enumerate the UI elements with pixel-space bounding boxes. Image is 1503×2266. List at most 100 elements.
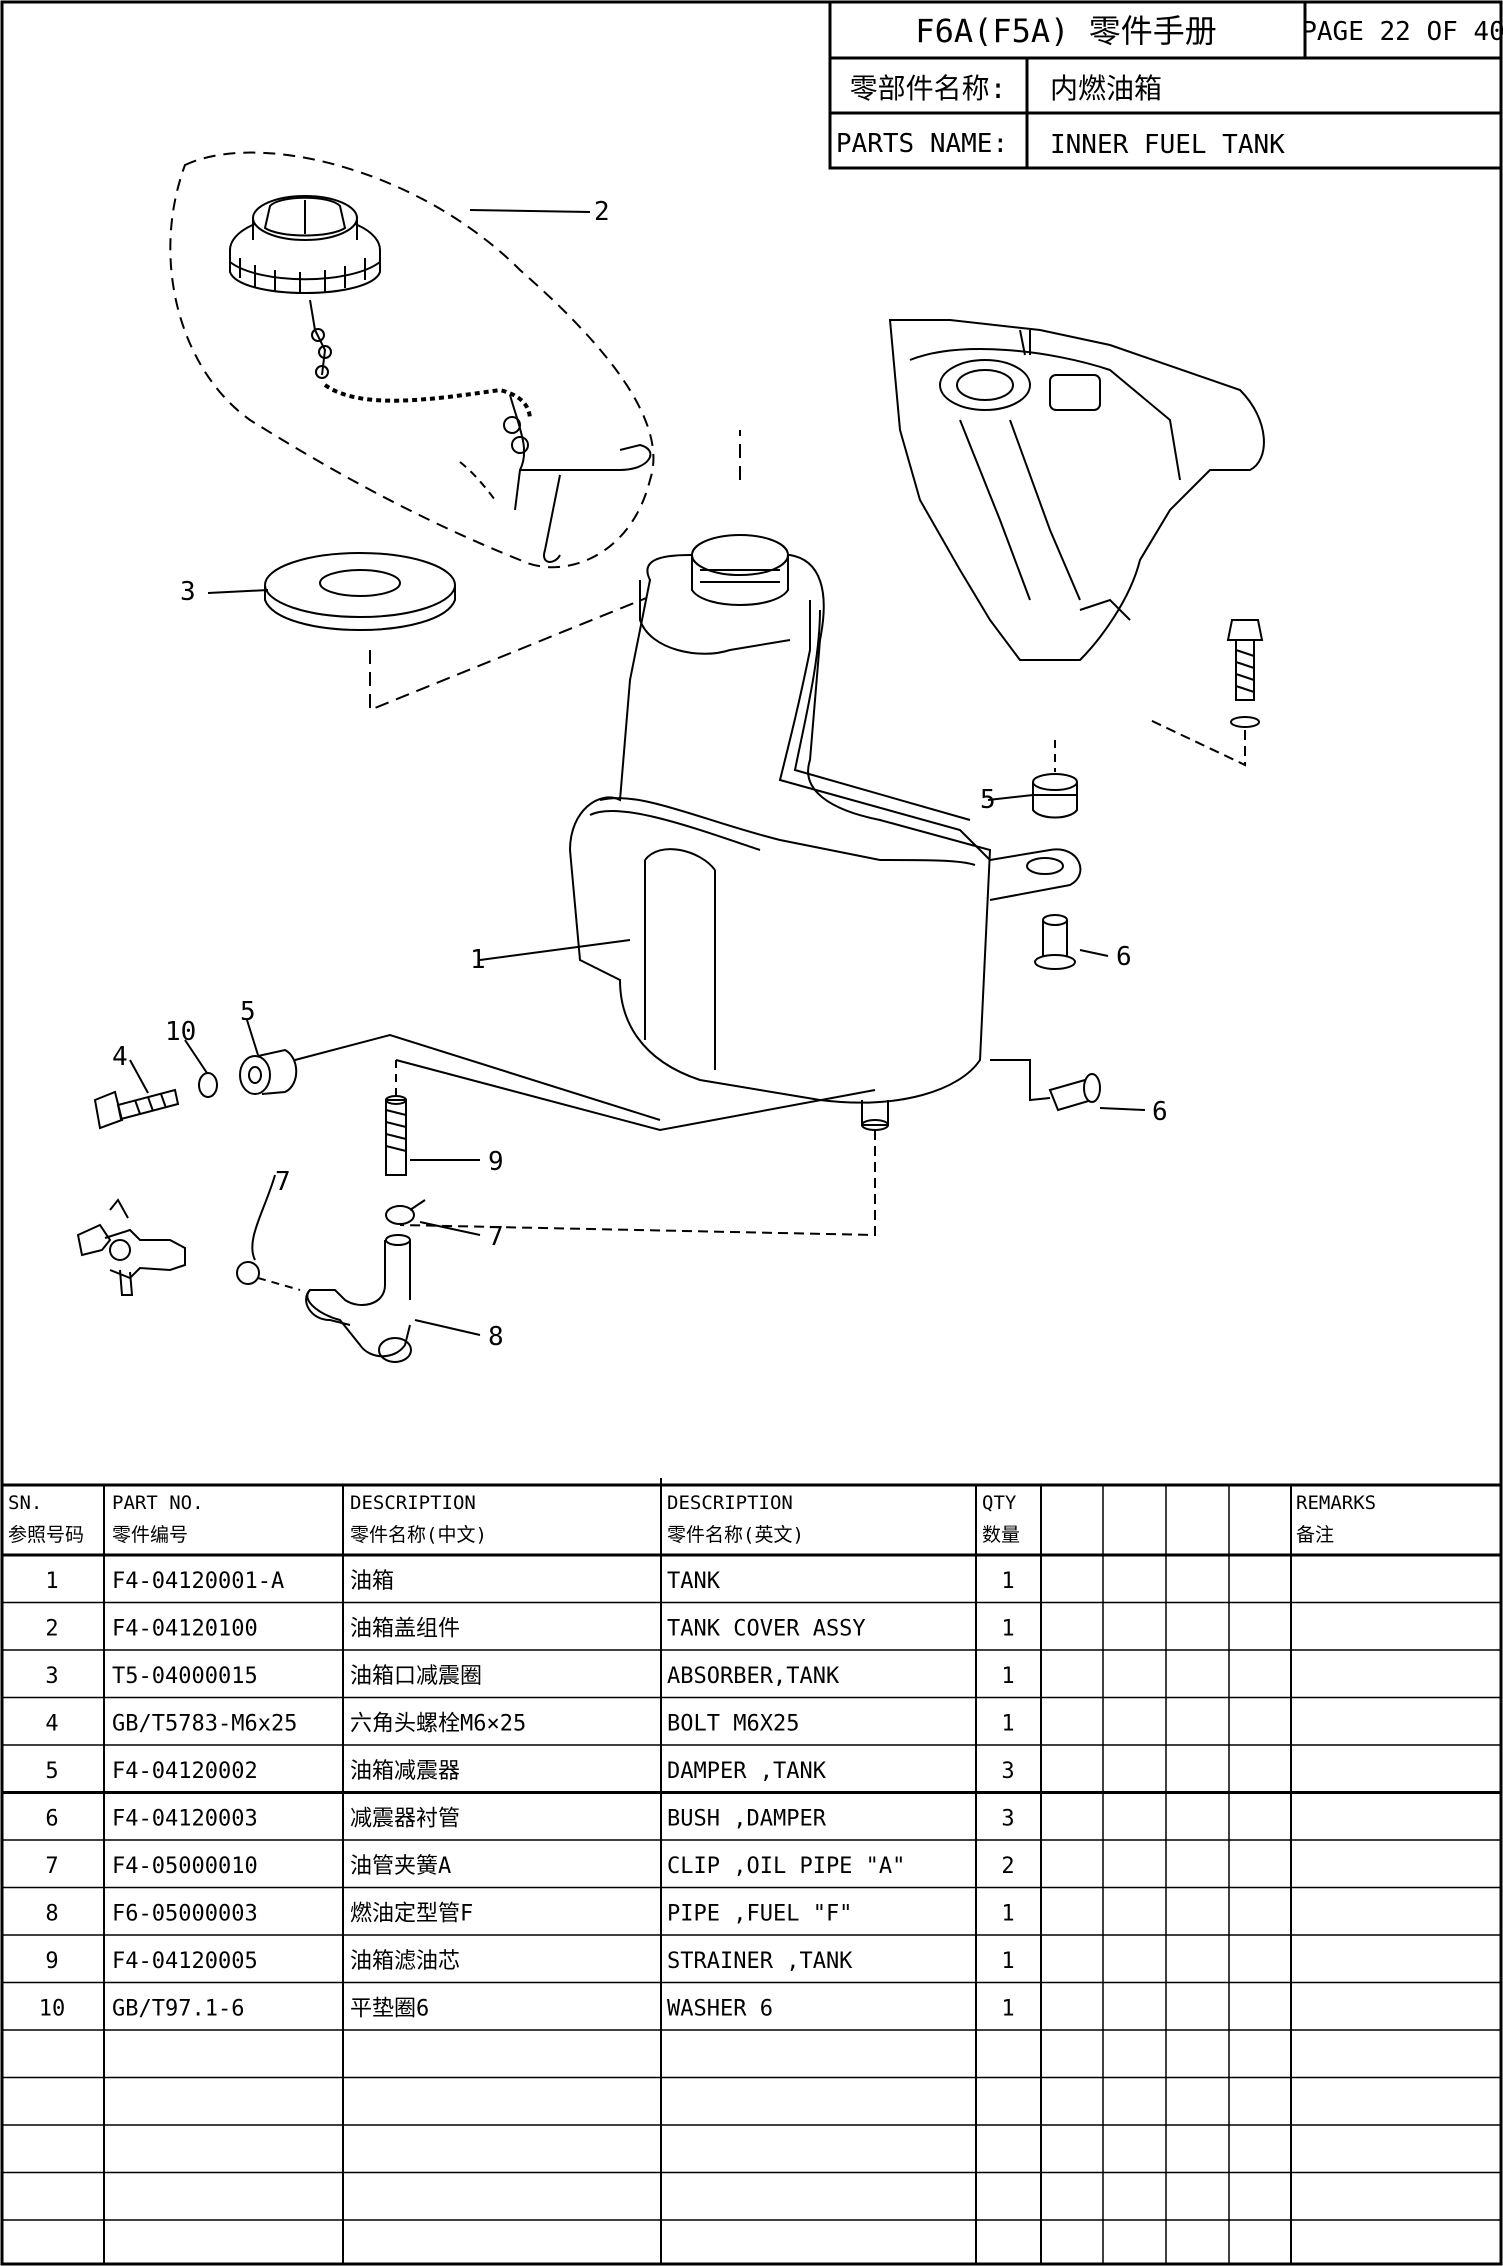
col-desc-cn-cn: 零件名称(中文)	[350, 1524, 487, 1546]
washer-left	[198, 1072, 218, 1098]
col-part-en: PART NO.	[112, 1492, 204, 1514]
cell-part-no: F4-04120005	[112, 1949, 258, 1974]
leader-lines	[129, 209, 1146, 1336]
col-sn-en: SN.	[8, 1492, 42, 1514]
cell-qty: 1	[1001, 1664, 1014, 1689]
callout-5-left: 5	[240, 997, 256, 1027]
cell-part-no: T5-04000015	[112, 1664, 258, 1689]
cell-part-no: F6-05000003	[112, 1902, 258, 1927]
cell-desc-en: BOLT M6X25	[667, 1712, 799, 1737]
cell-sn: 10	[39, 1997, 66, 2022]
exploded-diagram	[76, 151, 1265, 1363]
callout-4: 4	[112, 1042, 128, 1072]
callout-7-left: 7	[275, 1167, 291, 1197]
cell-part-no: GB/T5783-M6x25	[112, 1712, 297, 1737]
cell-part-no: F4-04120002	[112, 1759, 258, 1784]
title-block	[828, 0, 1503, 170]
cell-desc-cn: 油箱减震器	[350, 1759, 460, 1784]
bush-lower	[990, 1059, 1101, 1112]
callout-6-lower: 6	[1152, 1097, 1168, 1127]
table-row: 1 F4-04120001-A 油箱 TANK 1	[45, 1569, 1014, 1594]
cell-qty: 3	[1001, 1759, 1014, 1784]
cell-desc-cn: 油箱	[350, 1569, 394, 1594]
cell-sn: 2	[45, 1617, 58, 1642]
frame-bracket	[888, 319, 1265, 661]
cell-part-no: GB/T97.1-6	[112, 1997, 244, 2022]
callout-labels: 1 2 3 4 5 5 6 6 7 7 8 9 10	[112, 197, 1168, 1352]
fuel-cap	[229, 195, 381, 294]
cell-desc-en: PIPE ,FUEL "F"	[667, 1902, 852, 1927]
parts-name-label-cn: 零部件名称:	[850, 72, 1007, 105]
cell-desc-cn: 油箱滤油芯	[350, 1949, 460, 1974]
callout-7-right: 7	[488, 1222, 504, 1252]
fuel-cock	[76, 1198, 186, 1296]
cell-desc-cn: 减震器衬管	[350, 1807, 460, 1832]
cell-desc-en: DAMPER ,TANK	[667, 1759, 827, 1784]
callout-5-right: 5	[980, 785, 996, 815]
cell-qty: 1	[1001, 1712, 1014, 1737]
cell-sn: 1	[45, 1569, 58, 1594]
col-remarks-cn: 备注	[1296, 1524, 1334, 1546]
cell-part-no: F4-04120100	[112, 1617, 258, 1642]
cell-desc-cn: 油管夹簧A	[350, 1854, 451, 1879]
cell-desc-cn: 燃油定型管F	[350, 1902, 473, 1927]
cell-sn: 9	[45, 1949, 58, 1974]
cell-qty: 1	[1001, 1569, 1014, 1594]
cell-sn: 4	[45, 1712, 58, 1737]
clip-left	[236, 1174, 276, 1285]
cell-part-no: F4-05000010	[112, 1854, 258, 1879]
table-row: 4 GB/T5783-M6x25 六角头螺栓M6×25 BOLT M6X25 1	[45, 1712, 1014, 1737]
strainer	[385, 1059, 876, 1176]
bolt-upper	[1149, 619, 1264, 767]
clip-right	[385, 1205, 415, 1225]
cell-desc-en: BUSH ,DAMPER	[667, 1807, 827, 1832]
bolt-left	[93, 1088, 180, 1130]
col-part-cn: 零件编号	[112, 1524, 188, 1546]
callout-8: 8	[488, 1322, 504, 1352]
cap-group-outline	[169, 151, 655, 569]
col-desc-en-en: DESCRIPTION	[667, 1492, 793, 1514]
page-number: PAGE 22 OF 40	[1301, 17, 1503, 47]
parts-name-label-en: PARTS NAME:	[836, 129, 1008, 159]
cell-desc-en: CLIP ,OIL PIPE "A"	[667, 1854, 905, 1879]
cell-desc-en: WASHER 6	[667, 1997, 773, 2022]
cell-desc-en: STRAINER ,TANK	[667, 1949, 853, 1974]
cell-sn: 5	[45, 1759, 58, 1784]
fuel-pipe	[305, 1234, 412, 1363]
col-desc-en-cn: 零件名称(英文)	[667, 1524, 804, 1546]
callout-2: 2	[594, 197, 610, 227]
callout-9: 9	[488, 1147, 504, 1177]
absorber-ring	[264, 552, 456, 631]
col-sn-cn: 参照号码	[8, 1524, 84, 1546]
cell-part-no: F4-04120001-A	[112, 1569, 284, 1594]
table-row: 5 F4-04120002 油箱减震器 DAMPER ,TANK 3	[45, 1759, 1014, 1784]
cell-sn: 7	[45, 1854, 58, 1879]
cell-qty: 1	[1001, 1617, 1014, 1642]
cell-desc-en: TANK	[667, 1569, 721, 1594]
table-header: SN. 参照号码 PART NO. 零件编号 DESCRIPTION 零件名称(…	[8, 1492, 1376, 1546]
cell-qty: 1	[1001, 1949, 1014, 1974]
cell-sn: 3	[45, 1664, 58, 1689]
callout-6-right: 6	[1116, 942, 1132, 972]
damper-left	[239, 1048, 298, 1095]
col-qty-en: QTY	[982, 1492, 1017, 1514]
parts-name-value-cn: 内燃油箱	[1050, 72, 1162, 105]
bush-right	[1034, 914, 1076, 970]
col-qty-cn: 数量	[982, 1524, 1020, 1546]
cell-sn: 8	[45, 1902, 58, 1927]
cell-desc-en: TANK COVER ASSY	[667, 1617, 866, 1642]
cell-part-no: F4-04120003	[112, 1807, 258, 1832]
callout-10: 10	[165, 1017, 196, 1047]
cell-desc-en: ABSORBER,TANK	[667, 1664, 840, 1689]
table-row: 9 F4-04120005 油箱滤油芯 STRAINER ,TANK 1	[45, 1949, 1014, 1974]
cell-desc-cn: 六角头螺栓M6×25	[350, 1712, 526, 1737]
callout-1: 1	[470, 945, 486, 975]
